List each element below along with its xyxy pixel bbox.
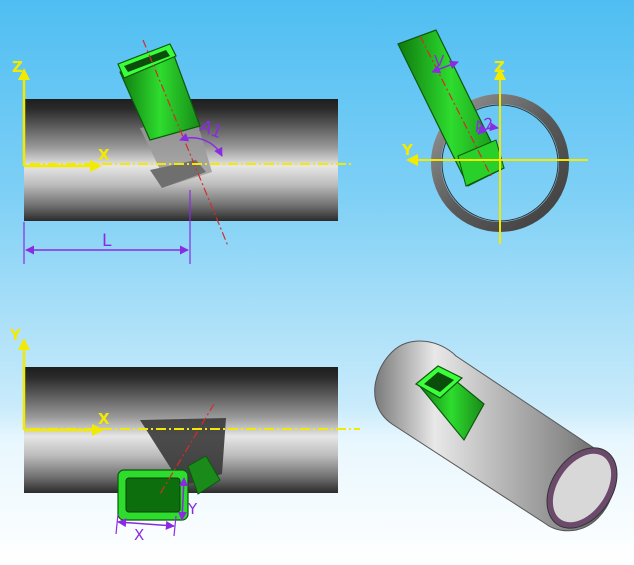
top-dim-y-label: Y (187, 500, 198, 518)
iso-branch-open (424, 372, 454, 392)
front-axis-z-label: Z (12, 58, 23, 76)
top-dim-x-ext-left (115, 513, 119, 535)
side-view: Z Y V A2 (397, 29, 588, 244)
iso-pipe-end-inner (552, 453, 612, 523)
top-axis-y-label: Y (9, 326, 22, 344)
front-branch-open (124, 50, 170, 72)
side-dim-a2-arc (477, 122, 499, 135)
side-axis-z-label: Z (494, 58, 505, 76)
side-branch-lower (457, 139, 505, 187)
iso-view (374, 340, 618, 532)
top-axis-x-label: X (98, 410, 110, 428)
front-axis-x-label: X (98, 146, 110, 164)
side-branch-centerline (419, 35, 493, 179)
top-view: Y X X Y (9, 326, 360, 544)
top-axis-x-arrow (92, 424, 104, 436)
side-dim-a2-label: A2 (472, 114, 496, 137)
front-branch-centerline (142, 39, 229, 247)
side-axis-z-arrow (494, 68, 506, 80)
side-dim-v-line (431, 60, 459, 74)
front-view: Z X L A1 (12, 39, 352, 264)
top-dim-x-ext-right (173, 515, 177, 537)
top-axis-y-arrow (18, 338, 30, 350)
top-dim-x-label: X (134, 526, 144, 544)
side-axis-y-label: Y (401, 141, 414, 159)
front-axis-x-arrow (90, 160, 102, 172)
front-branch-lower (150, 160, 206, 188)
top-dim-y-line (177, 477, 189, 521)
side-dim-v-label: V (434, 52, 445, 70)
top-branch-inner (125, 477, 181, 513)
top-branch-side (187, 455, 221, 495)
top-dim-x-line (117, 518, 175, 530)
front-axis-z-arrow (18, 68, 30, 80)
side-axis-y-arrow (406, 154, 418, 166)
front-dim-a1-arc (179, 132, 223, 157)
top-branch-centerline (159, 403, 215, 495)
front-dim-l-label: L (102, 231, 112, 251)
